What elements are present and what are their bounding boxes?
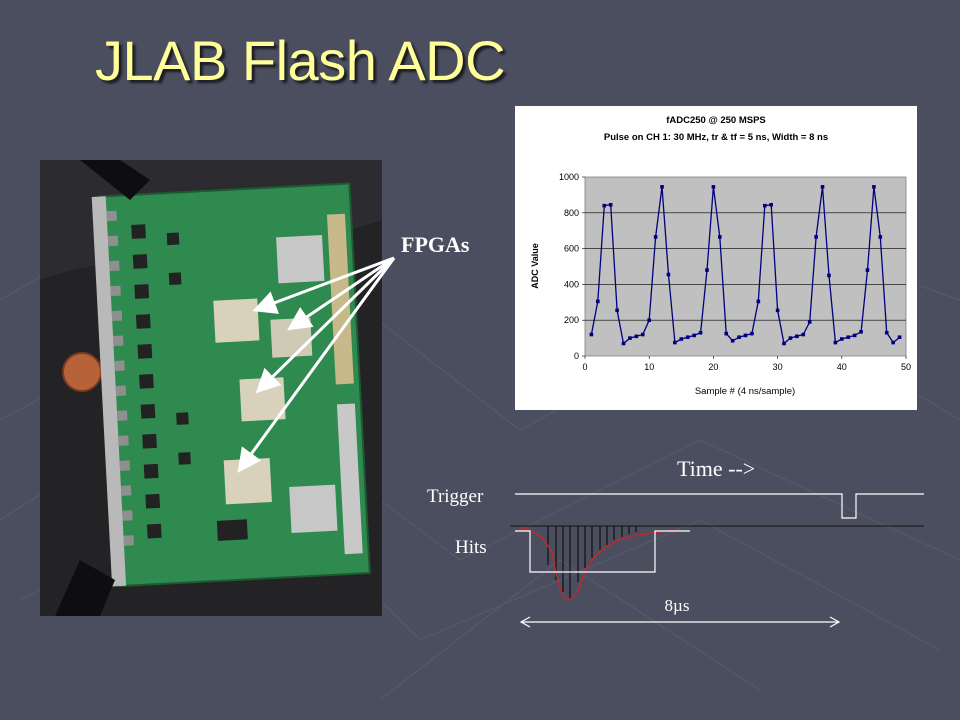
data-point: [846, 335, 851, 340]
time-label: Time -->: [677, 456, 755, 481]
y-tick-labels: 0 200 400 600 800 1000: [559, 172, 585, 361]
hit-ticks: [547, 526, 637, 598]
data-point: [788, 336, 793, 340]
data-point: [628, 336, 632, 340]
x-tick-label: 40: [837, 362, 847, 372]
data-point: [801, 332, 806, 337]
y-tick-label: 800: [564, 208, 579, 218]
gridlines: [585, 212, 906, 321]
data-point: [884, 330, 889, 335]
data-point: [827, 273, 831, 278]
y-tick-label: 600: [564, 244, 579, 254]
data-point: [878, 235, 883, 239]
x-tick-label: 0: [582, 362, 587, 372]
data-point: [718, 235, 722, 239]
data-point: [872, 185, 876, 189]
y-tick-label: 400: [564, 279, 579, 289]
x-tick-label: 10: [644, 362, 654, 372]
y-tick-label: 1000: [559, 172, 579, 182]
data-point: [679, 337, 684, 341]
y-tick-label: 0: [574, 351, 579, 361]
data-point: [660, 185, 664, 189]
fpga-label: FPGAs: [401, 232, 470, 257]
data-point: [602, 203, 607, 208]
duration-arrow-head-right: [829, 616, 841, 628]
x-tick-label: 20: [708, 362, 718, 372]
x-tick-labels: 0 10 20 30 40 50: [582, 356, 911, 372]
adc-chart: fADC250 @ 250 MSPS Pulse on CH 1: 30 MHz…: [515, 106, 917, 410]
data-point: [795, 334, 799, 339]
chart-title: fADC250 @ 250 MSPS: [666, 115, 766, 126]
data-point: [807, 320, 812, 324]
data-point: [891, 340, 895, 345]
data-point: [692, 333, 696, 338]
data-point: [596, 299, 600, 304]
hit-pulse-curve: [519, 527, 681, 601]
trigger-label: Trigger: [427, 486, 484, 507]
data-point: [698, 330, 703, 335]
y-tick-label: 200: [564, 315, 579, 325]
data-point: [666, 272, 671, 277]
data-point: [852, 333, 857, 338]
chart-subtitle: Pulse on CH 1: 30 MHz, tr & tf = 5 ns, W…: [604, 132, 828, 143]
data-point: [634, 334, 639, 339]
data-point: [897, 335, 902, 340]
data-point: [865, 268, 870, 272]
hits-gate-signal: [515, 530, 690, 573]
data-point: [833, 340, 838, 345]
data-point: [621, 341, 626, 346]
y-axis-label: ADC Value: [530, 243, 540, 289]
data-point: [647, 318, 651, 322]
data-point: [724, 331, 729, 336]
data-point: [589, 332, 594, 337]
data-point: [762, 203, 767, 208]
data-point: [743, 333, 748, 338]
data-point: [756, 299, 761, 304]
hits-label: Hits: [455, 537, 487, 558]
data-point: [775, 308, 780, 313]
data-point: [615, 308, 619, 313]
x-tick-label: 30: [773, 362, 783, 372]
data-point: [814, 235, 818, 239]
plot-area: [584, 176, 907, 357]
duration-arrow-head-left: [519, 616, 531, 628]
slide-title: JLAB Flash ADC: [95, 29, 506, 92]
trigger-signal: [515, 493, 924, 519]
data-point: [608, 202, 613, 207]
data-point: [730, 338, 735, 343]
data-point: [640, 332, 645, 337]
data-point: [769, 202, 773, 207]
data-point: [840, 337, 844, 341]
data-point: [673, 340, 677, 345]
data-point: [705, 268, 709, 272]
data-point: [750, 331, 754, 336]
data-point: [782, 341, 786, 346]
data-point: [685, 335, 690, 340]
data-point: [711, 185, 716, 189]
data-point: [820, 185, 825, 189]
data-point: [737, 335, 741, 340]
x-axis-label: Sample # (4 ns/sample): [695, 386, 795, 397]
x-tick-label: 50: [901, 362, 911, 372]
data-point: [859, 330, 863, 334]
duration-label: 8µs: [665, 596, 690, 615]
data-point: [653, 235, 658, 239]
series-points: [589, 185, 902, 346]
